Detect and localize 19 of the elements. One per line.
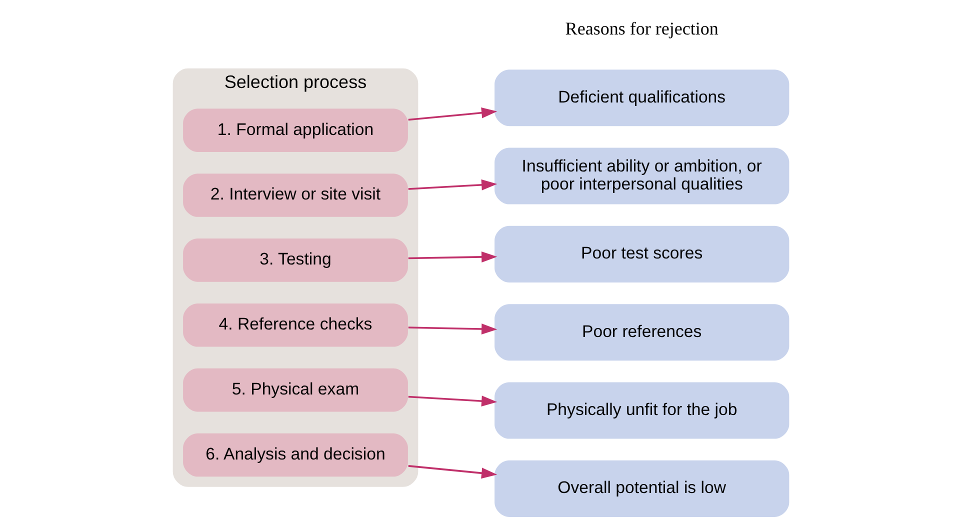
- node-box: 4. Reference checks: [183, 303, 408, 347]
- node-box: Physically unfit for the job: [494, 382, 790, 439]
- arrow: [408, 179, 498, 190]
- node-box: 2. Interview or site visit: [183, 174, 408, 217]
- node-box: Poor test scores: [494, 226, 790, 282]
- arrow: [408, 107, 498, 121]
- label: Reasons for rejection: [565, 18, 718, 39]
- arrow: [408, 396, 498, 407]
- node-box: Insufficient ability or ambition, or poor interpersonal qualities: [494, 148, 790, 204]
- arrow: [408, 324, 498, 334]
- node-box: 6. Analysis and decision: [183, 433, 408, 477]
- arrow: [408, 465, 498, 479]
- node-box: Overall potential is low: [494, 460, 790, 517]
- node-box: 3. Testing: [183, 238, 408, 282]
- node-box: 5. Physical exam: [183, 368, 408, 412]
- arrow: [408, 251, 498, 262]
- node-box: Poor references: [494, 304, 790, 361]
- node-box: Deficient qualifications: [494, 70, 790, 126]
- node-box: 1. Formal application: [183, 108, 408, 152]
